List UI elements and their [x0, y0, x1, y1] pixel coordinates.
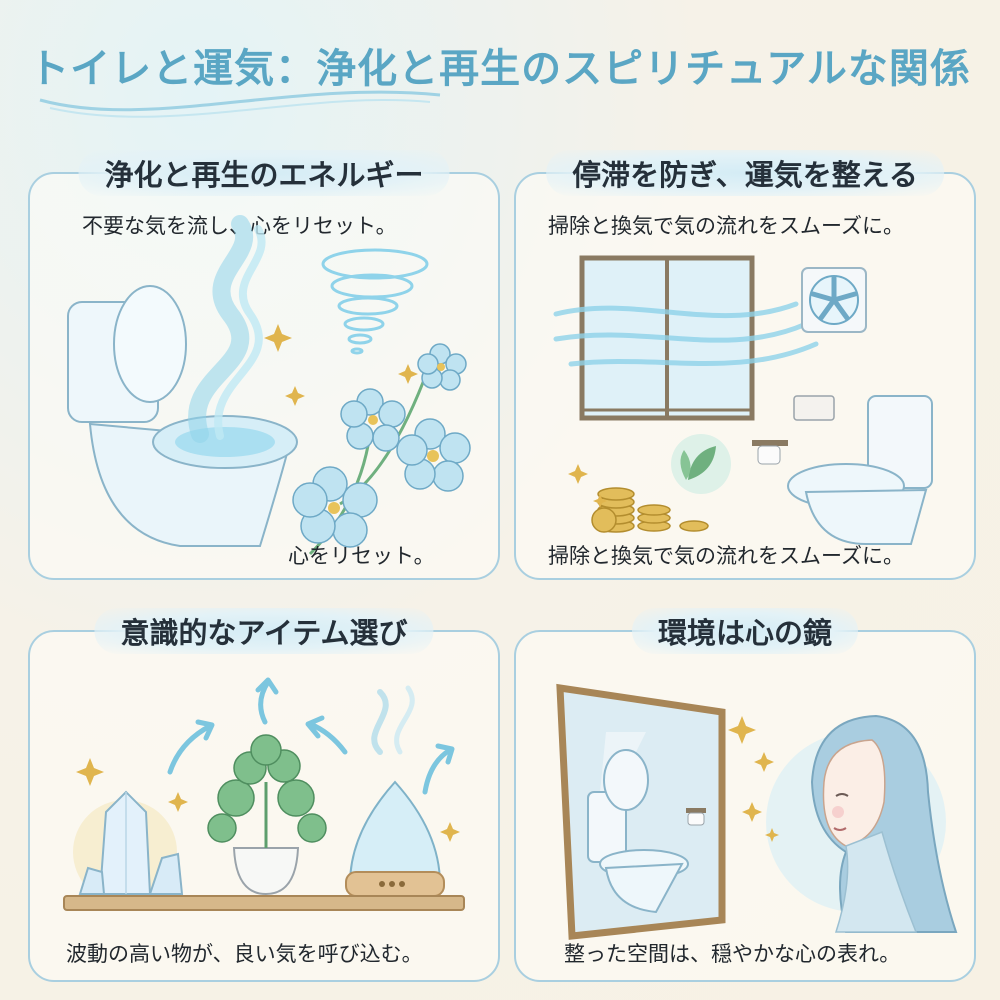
- woman-icon: [766, 714, 958, 933]
- ventilation-fan-icon: [801, 267, 867, 333]
- panel-mirror: 環境は心の鏡 整った空間は、穏やかな心: [514, 608, 976, 982]
- toilet-icon: [587, 749, 706, 914]
- panel-caption: 心をリセット。: [288, 544, 435, 568]
- title-swash-decoration: [39, 90, 441, 118]
- coins-icon: [591, 487, 709, 533]
- flowers-icon: [292, 343, 471, 556]
- shelf-icon: [63, 895, 465, 911]
- tornado-icon: [321, 248, 429, 355]
- toilet-icon: [67, 285, 298, 547]
- panel-title: 浄化と再生のエネルギー: [78, 150, 450, 196]
- air-flow-icon: [553, 301, 819, 367]
- panel-title: 意識的なアイテム選び: [94, 608, 434, 654]
- page-title: トイレと運気：浄化と再生のスピリチュアルな関係: [29, 46, 971, 92]
- potted-plant-icon: [207, 734, 327, 896]
- panel-title: 環境は心の鏡: [631, 608, 859, 654]
- purification-illustration: [67, 215, 471, 556]
- panel-purification: 浄化と再生のエネルギー 不要な気を流し、心をリセット。: [28, 150, 500, 580]
- mirror-illustration: [556, 683, 958, 940]
- energy-swirl-icon: [188, 215, 266, 443]
- panel-flow: 停滞を防ぎ、運気を整える 掃除と換気で気の流れをスムーズに。: [514, 150, 976, 580]
- panel-caption: 掃除と換気で気の流れをスムーズに。: [548, 544, 904, 568]
- toilet-icon: [787, 395, 933, 545]
- panel-subtitle: 掃除と換気で気の流れをスムーズに。: [548, 214, 904, 238]
- paper-holder-icon: [752, 440, 788, 465]
- panel-caption: 波動の高い物が、良い気を呼び込む。: [66, 942, 423, 966]
- arrow-up-icon: [167, 677, 455, 795]
- panel-items: 意識的なアイテム選び: [28, 608, 500, 982]
- wall-panel-icon: [793, 395, 835, 421]
- leaf-icon: [671, 434, 731, 494]
- items-illustration: [63, 677, 465, 911]
- aroma-diffuser-icon: [345, 685, 445, 897]
- sparkle-icon: [264, 324, 418, 406]
- crystal-icon: [73, 790, 184, 904]
- panel-title: 停滞を防ぎ、運気を整える: [546, 150, 944, 196]
- sparkle-icon: [728, 716, 779, 842]
- sparkle-icon: [76, 758, 460, 842]
- panel-caption: 整った空間は、穏やかな心の表れ。: [564, 942, 901, 966]
- sparkle-icon: [568, 464, 607, 508]
- flow-illustration: [553, 255, 933, 545]
